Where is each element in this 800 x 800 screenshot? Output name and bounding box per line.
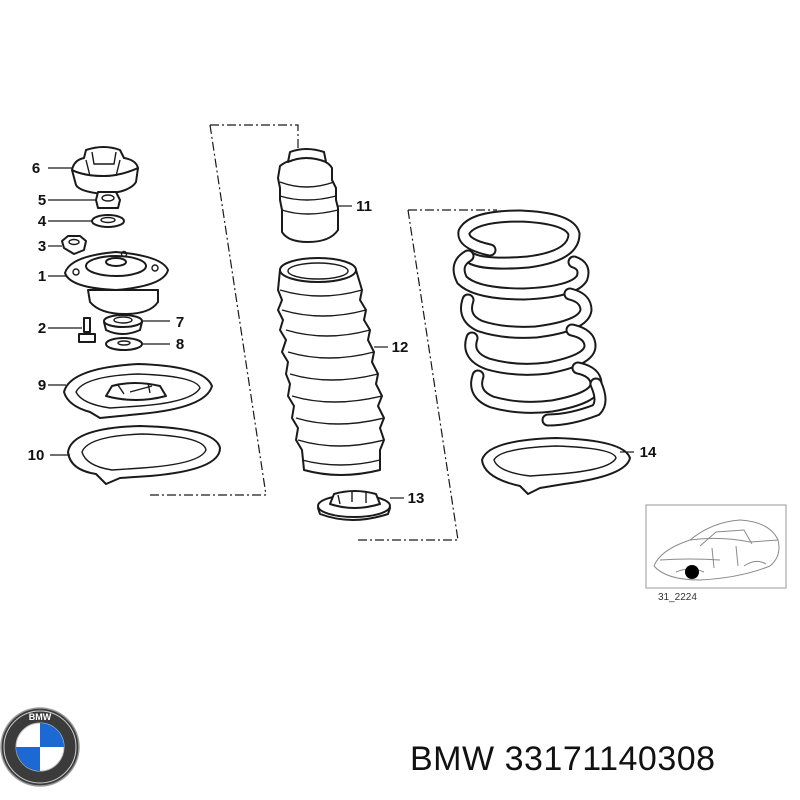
assembly-frame-left — [210, 124, 299, 150]
part-10-lower-rubber-ring — [67, 425, 221, 485]
brand-name: BMW — [410, 740, 495, 778]
callout-5: 5 — [38, 192, 46, 209]
callout-12: 12 — [392, 339, 409, 356]
callout-11: 11 — [356, 198, 372, 215]
callout-3: 3 — [38, 238, 46, 255]
vehicle-location-thumbnail: 31_2224 — [645, 504, 787, 603]
location-marker-icon — [685, 565, 699, 579]
part-11-bump-stop — [277, 148, 339, 243]
part-8-washer — [105, 337, 143, 351]
callout-9: 9 — [38, 377, 46, 394]
part-2-bolt — [78, 317, 96, 343]
callout-4: 4 — [38, 213, 47, 230]
callout-10: 10 — [28, 447, 45, 464]
callout-1: 1 — [38, 268, 46, 285]
callout-13: 13 — [408, 490, 425, 507]
part-7-bearing — [103, 314, 143, 335]
part-5-hex-nut — [95, 191, 121, 209]
callout-8: 8 — [176, 336, 184, 353]
part-14-coil-spring — [452, 209, 631, 495]
part-number: 33171140308 — [504, 740, 716, 778]
callout-2: 2 — [38, 320, 46, 337]
part-3-collar-nut — [61, 235, 87, 255]
callout-7: 7 — [176, 314, 184, 331]
svg-text:BMW: BMW — [29, 712, 52, 722]
thumbnail-caption: 31_2224 — [658, 592, 697, 603]
part-6-support-cap — [71, 146, 139, 195]
callout-14: 14 — [640, 444, 657, 461]
part-9-upper-spring-seat — [63, 363, 213, 419]
part-1-strut-mount — [64, 250, 169, 315]
part-4-washer — [91, 214, 125, 228]
bmw-roundel-icon: BMW — [0, 707, 80, 787]
part-13-spring-pad — [317, 490, 391, 521]
part-12-dust-boot — [277, 257, 385, 476]
callout-6: 6 — [32, 160, 40, 177]
